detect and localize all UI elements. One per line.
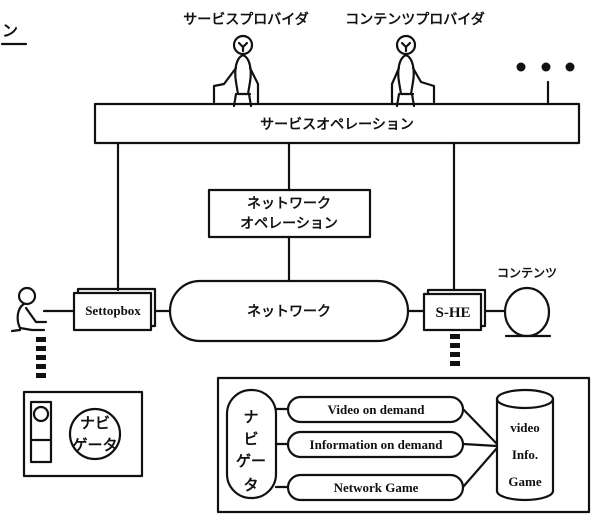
navigator-char-2: ビ <box>243 430 258 448</box>
video-on-demand-label: Video on demand <box>327 402 425 417</box>
home-navigator-label-2: ゲータ <box>72 436 117 454</box>
content-db-video-label: video <box>510 420 540 435</box>
header-fragment: ン <box>2 21 18 40</box>
settop-to-home-dotted-link <box>36 337 46 378</box>
navigator-char-1: ナ <box>243 408 258 426</box>
navigator-char-3: ゲー <box>236 452 266 470</box>
settopbox-label: Settopbox <box>85 303 141 318</box>
content-provider-label: コンテンツプロバイダ <box>345 11 484 28</box>
contents-label: コンテンツ <box>497 266 557 280</box>
tv-screen-icon <box>34 407 48 421</box>
network-operation-label-2: オペレーション <box>240 216 338 232</box>
content-db-game-label: Game <box>508 474 541 489</box>
she-label: S-HE <box>435 305 470 321</box>
contents-disc-icon <box>505 288 549 336</box>
information-on-demand-label: Information on demand <box>310 437 444 452</box>
navigator-char-5: タ <box>243 476 258 494</box>
home-navigator-panel <box>24 392 142 476</box>
she-to-platform-dotted-link <box>450 334 460 366</box>
more-providers-dots-icon <box>517 63 575 72</box>
network-label: ネットワーク <box>247 304 331 320</box>
service-operation-label: サービスオペレーション <box>260 117 414 133</box>
service-provider-label: サービスプロバイダ <box>183 11 308 28</box>
content-provider-figure <box>392 36 434 106</box>
user-at-terminal-icon <box>12 288 46 331</box>
network-operation-label-1: ネットワーク <box>247 196 331 212</box>
home-navigator-label-1: ナビ <box>80 414 110 432</box>
network-game-label: Network Game <box>334 480 419 495</box>
content-db-info-label: Info. <box>512 447 538 462</box>
service-provider-figure <box>214 36 258 106</box>
